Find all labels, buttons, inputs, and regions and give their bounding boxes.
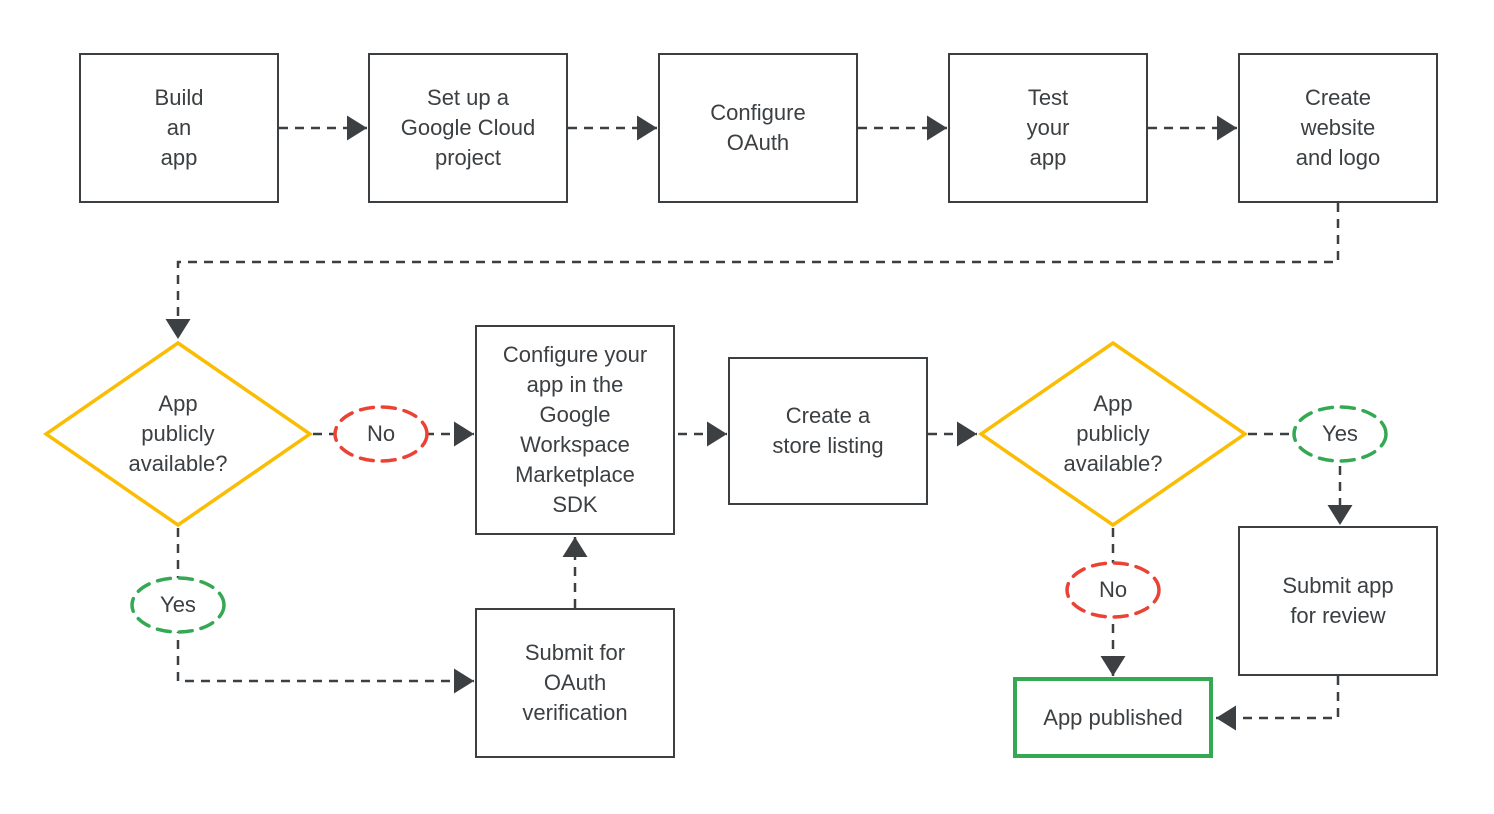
- connector-review-to-published: [1216, 676, 1340, 731]
- diamond-shape: [978, 340, 1248, 528]
- decision-app-publicly-available-2: App publicly available?: [978, 340, 1248, 528]
- node-label: Configure your app in the Google Workspa…: [502, 342, 648, 517]
- node-label: Submit app for review: [1282, 573, 1394, 628]
- oval-shape: [333, 405, 429, 463]
- node-app-published: App published: [1013, 677, 1213, 758]
- node-label: Submit for OAuth verification: [522, 640, 628, 725]
- decision-app-publicly-available-1: App publicly available?: [43, 340, 313, 528]
- connector-website-to-decision1: [165, 203, 1340, 339]
- node-build-an-app: Build an app: [79, 53, 279, 203]
- node-label: Test your app: [1026, 85, 1070, 170]
- edge-label-yes-2: Yes: [1290, 403, 1390, 465]
- node-create-website-and-logo: Create website and logo: [1238, 53, 1438, 203]
- decision-label: App publicly available?: [1063, 391, 1163, 476]
- node-label: Build an app: [154, 85, 204, 170]
- node-configure-marketplace-sdk: Configure your app in the Google Workspa…: [475, 325, 675, 535]
- node-configure-oauth: Configure OAuth: [658, 53, 858, 203]
- node-test-your-app: Test your app: [948, 53, 1148, 203]
- node-label: App published: [1043, 704, 1183, 730]
- edge-label-text: Yes: [160, 592, 196, 617]
- edge-label-text: No: [366, 421, 396, 446]
- node-submit-oauth-verification: Submit for OAuth verification: [475, 608, 675, 758]
- node-create-store-listing: Create a store listing: [728, 357, 928, 505]
- node-label: Set up a Google Cloud project: [400, 85, 536, 170]
- edge-label-no-2: No: [1063, 559, 1163, 621]
- oval-shape: [1292, 405, 1388, 463]
- edge-label-text: No: [1098, 577, 1128, 602]
- decision-label: App publicly available?: [128, 391, 228, 476]
- edge-label-yes-1: Yes: [128, 574, 228, 636]
- node-label: Create a store listing: [772, 403, 884, 458]
- node-setup-google-cloud-project: Set up a Google Cloud project: [368, 53, 568, 203]
- edge-label-no-1: No: [331, 403, 431, 465]
- diamond-shape: [43, 340, 313, 528]
- edge-label-text: Yes: [1322, 421, 1358, 446]
- oval-shape: [130, 576, 226, 634]
- oval-shape: [1065, 561, 1161, 619]
- node-submit-app-for-review: Submit app for review: [1238, 526, 1438, 676]
- node-label: Configure OAuth: [710, 100, 806, 155]
- node-label: Create website and logo: [1295, 85, 1381, 170]
